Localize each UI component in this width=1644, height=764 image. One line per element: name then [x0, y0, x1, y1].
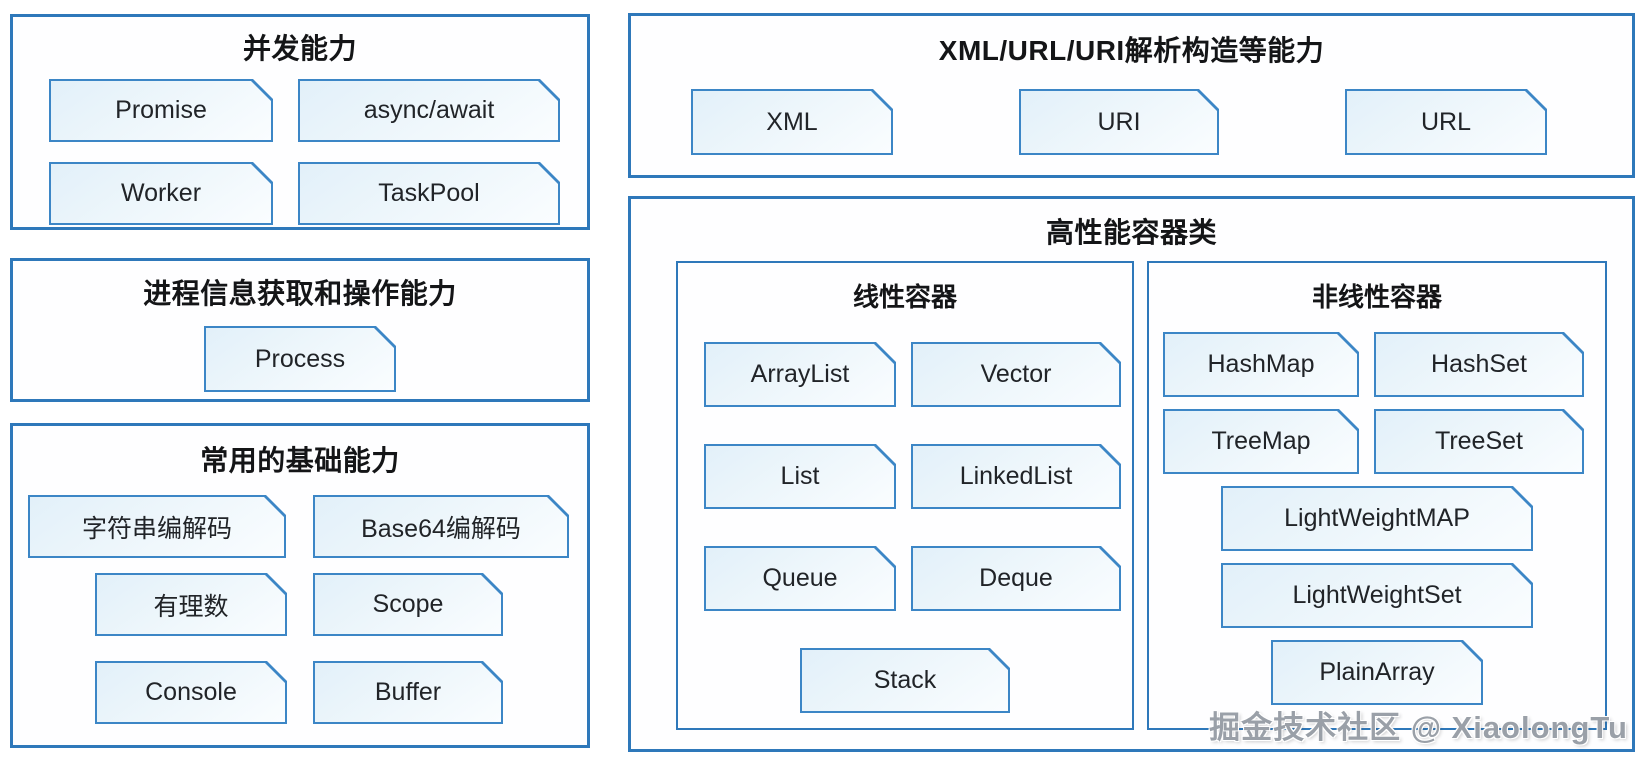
chip-queue: Queue	[704, 546, 896, 611]
chip-worker-label: Worker	[120, 179, 202, 207]
chip-async-await-label: async/await	[363, 96, 495, 124]
chip-treemap: TreeMap	[1163, 409, 1359, 474]
chip-row: ArrayList Vector	[678, 342, 1132, 407]
panel-xml-url-uri: XML/URL/URI解析构造等能力 XML URI URL	[628, 13, 1635, 178]
chip-treemap-label: TreeMap	[1211, 427, 1311, 455]
chip-hashset-label: HashSet	[1431, 350, 1527, 378]
subpanel-nonlinear: 非线性容器 HashMap HashSet TreeMap TreeSet Li…	[1147, 261, 1607, 730]
nonlinear-chip-rows: HashMap HashSet TreeMap TreeSet LightWei…	[1149, 332, 1605, 705]
panel-containers-title: 高性能容器类	[1045, 217, 1217, 248]
panel-xml-url-uri-title: XML/URL/URI解析构造等能力	[938, 35, 1325, 66]
chip-row: TreeMap TreeSet	[1149, 409, 1605, 474]
xml-chip-row: XML URI URL	[631, 89, 1632, 155]
chip-async-await: async/await	[298, 79, 560, 142]
chip-uri: URI	[1019, 89, 1219, 155]
chip-list: List	[704, 444, 896, 509]
chip-string-codec: 字符串编解码	[28, 495, 286, 558]
chip-xml-label: XML	[766, 107, 818, 136]
chip-hashmap-label: HashMap	[1207, 350, 1315, 378]
chip-stack: Stack	[800, 648, 1010, 713]
chip-list-label: List	[780, 462, 820, 490]
chip-plainarray-label: PlainArray	[1319, 658, 1435, 686]
chip-rational-number: 有理数	[95, 573, 287, 636]
chip-buffer: Buffer	[313, 661, 503, 724]
chip-process: Process	[204, 326, 396, 392]
chip-hashmap: HashMap	[1163, 332, 1359, 397]
chip-lightweightset-label: LightWeightSet	[1292, 581, 1462, 609]
chip-string-codec-label: 字符串编解码	[81, 514, 232, 543]
panel-process-title: 进程信息获取和操作能力	[143, 278, 457, 309]
chip-base64-codec: Base64编解码	[313, 495, 569, 558]
chip-scope-label: Scope	[372, 590, 444, 618]
chip-promise-label: Promise	[115, 96, 207, 124]
chip-taskpool: TaskPool	[298, 162, 560, 225]
chip-promise: Promise	[49, 79, 273, 142]
chip-arraylist: ArrayList	[704, 342, 896, 407]
chip-linkedlist: LinkedList	[911, 444, 1121, 509]
process-chip-row: Process	[13, 326, 587, 392]
panel-concurrency: 并发能力 Promise async/await Worker TaskPool	[10, 14, 590, 230]
chip-uri-label: URI	[1097, 107, 1141, 136]
chip-scope: Scope	[313, 573, 503, 636]
chip-vector-label: Vector	[980, 360, 1052, 388]
panel-containers: 高性能容器类 线性容器 ArrayList Vector List Linked…	[628, 196, 1635, 752]
chip-row: Queue Deque	[678, 546, 1132, 611]
chip-base64-codec-label: Base64编解码	[361, 514, 521, 543]
chip-xml: XML	[691, 89, 893, 155]
chip-row: HashMap HashSet	[1149, 332, 1605, 397]
panel-basics-title: 常用的基础能力	[200, 445, 400, 476]
chip-taskpool-label: TaskPool	[378, 179, 480, 207]
chip-queue-label: Queue	[762, 564, 838, 592]
chip-treeset: TreeSet	[1374, 409, 1584, 474]
chip-worker: Worker	[49, 162, 273, 225]
chip-deque: Deque	[911, 546, 1121, 611]
chip-row: PlainArray	[1149, 640, 1605, 705]
chip-row: LightWeightMAP	[1149, 486, 1605, 551]
chip-url: URL	[1345, 89, 1547, 155]
panel-concurrency-title: 并发能力	[242, 33, 357, 64]
panel-process: 进程信息获取和操作能力 Process	[10, 258, 590, 402]
watermark: 掘金技术社区 @ XiaolongTu	[1209, 710, 1628, 745]
chip-stack-label: Stack	[873, 666, 937, 694]
chip-url-label: URL	[1420, 107, 1471, 136]
chip-row: Stack	[678, 648, 1132, 713]
chip-deque-label: Deque	[979, 564, 1053, 592]
subpanel-linear-title: 线性容器	[852, 282, 957, 312]
subpanel-linear: 线性容器 ArrayList Vector List LinkedList Qu…	[676, 261, 1134, 730]
chip-hashset: HashSet	[1374, 332, 1584, 397]
chip-console: Console	[95, 661, 287, 724]
concurrency-chip-grid: Promise async/await Worker TaskPool	[13, 79, 587, 225]
chip-buffer-label: Buffer	[374, 678, 442, 706]
linear-chip-rows: ArrayList Vector List LinkedList Queue D…	[678, 342, 1132, 713]
chip-linkedlist-label: LinkedList	[959, 462, 1073, 490]
subpanel-nonlinear-title: 非线性容器	[1311, 282, 1442, 312]
chip-lightweightmap: LightWeightMAP	[1221, 486, 1533, 551]
chip-console-label: Console	[145, 678, 237, 706]
chip-plainarray: PlainArray	[1271, 640, 1483, 705]
chip-rational-number-label: 有理数	[153, 592, 229, 621]
chip-row: List LinkedList	[678, 444, 1132, 509]
chip-vector: Vector	[911, 342, 1121, 407]
chip-arraylist-label: ArrayList	[750, 360, 850, 388]
chip-lightweightset: LightWeightSet	[1221, 563, 1533, 628]
panel-basics: 常用的基础能力 字符串编解码 Base64编解码 有理数 Scope Conso…	[10, 423, 590, 748]
chip-lightweightmap-label: LightWeightMAP	[1284, 504, 1470, 532]
chip-row: LightWeightSet	[1149, 563, 1605, 628]
chip-process-label: Process	[254, 344, 346, 373]
chip-treeset-label: TreeSet	[1434, 427, 1523, 455]
